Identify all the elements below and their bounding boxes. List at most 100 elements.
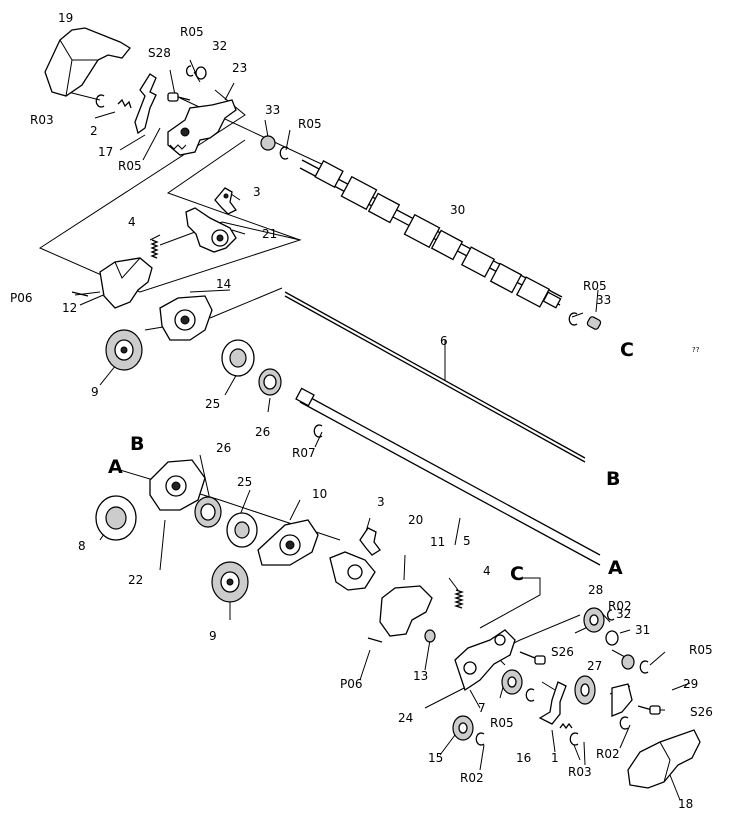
screw-s26-lower: [637, 705, 661, 715]
part-12-bracket: [71, 257, 153, 309]
label-r03-b: R03: [568, 765, 592, 779]
part-18-cover: [627, 729, 701, 789]
label-1: 1: [551, 751, 559, 765]
label-r02-b: R02: [596, 747, 620, 761]
label-13: 13: [413, 669, 428, 683]
label-15: 15: [428, 751, 443, 765]
label-23: 23: [232, 61, 247, 75]
clip-r03-lower: [569, 732, 579, 746]
part-25-pulley-top: [221, 339, 255, 377]
callout-b-left: B: [130, 433, 144, 455]
part-7-gear: [501, 669, 523, 695]
part-23-bracket: [167, 99, 237, 156]
label-r03-a: R03: [30, 113, 54, 127]
label-28: 28: [588, 583, 603, 597]
label-26-a: 26: [255, 425, 270, 439]
label-8: 8: [78, 539, 86, 553]
label-r05-b: R05: [118, 159, 142, 173]
label-33-b: 33: [596, 293, 611, 307]
label-9-b: 9: [209, 629, 217, 643]
part-32-bushing-lower: [605, 609, 619, 646]
part-10-housing: [257, 519, 319, 566]
label-s28: S28: [148, 46, 171, 60]
label-24: 24: [398, 711, 413, 725]
part-11-bracket: [367, 585, 433, 643]
part-29-plate: [611, 683, 633, 717]
screw-s26-upper: [519, 651, 546, 665]
page-mark: ??: [692, 346, 700, 354]
label-2: 2: [90, 124, 98, 138]
label-9-a: 9: [91, 385, 99, 399]
part-24-bracket: [454, 629, 516, 692]
clip-r05-right: [639, 660, 649, 674]
clip-r02-bottom: [475, 732, 485, 746]
label-22: 22: [128, 573, 143, 587]
part-9-gear-top: [105, 329, 143, 371]
part-14-housing: [159, 295, 213, 341]
clip-r07: [313, 424, 323, 438]
collar-33-top: [260, 135, 289, 160]
part-4-spring-lower: [453, 589, 465, 609]
part-labels: 19 R05 32 S28 23 R03 2 1 7 R05 33 R05 3 3…: [10, 11, 713, 811]
part-15-gear: [452, 715, 474, 741]
clip-r03-top: [95, 73, 157, 135]
part-5-shaft: [295, 387, 601, 566]
label-p06-b: P06: [340, 677, 363, 691]
label-3-b: 3: [377, 495, 385, 509]
part-30-roller-shaft: [299, 159, 563, 309]
label-4-b: 4: [483, 564, 491, 578]
label-r05-a: R05: [180, 25, 204, 39]
label-s26-b: S26: [690, 705, 713, 719]
label-6: 6: [440, 334, 448, 348]
label-27: 27: [587, 659, 602, 673]
part-8-roller: [95, 495, 137, 541]
label-r02-c: R02: [460, 771, 484, 785]
part-25-pulley-lower: [226, 512, 258, 548]
label-r07: R07: [292, 446, 316, 460]
label-20: 20: [408, 513, 423, 527]
label-p06-a: P06: [10, 291, 33, 305]
part-28-gear: [583, 607, 605, 633]
label-16: 16: [516, 751, 531, 765]
label-5: 5: [463, 534, 471, 548]
label-r05-c: R05: [298, 117, 322, 131]
part-16-lever: [538, 681, 567, 725]
callout-a-right: A: [608, 557, 623, 579]
part-3-lever-lower: [359, 527, 381, 556]
label-11: 11: [430, 535, 445, 549]
callout-a-left: A: [108, 456, 123, 478]
part-3-lever-top: [214, 187, 237, 215]
callout-b-right: B: [606, 468, 620, 490]
part-13-bushing: [424, 629, 436, 643]
label-12: 12: [62, 301, 77, 315]
part-1-spring: [559, 722, 573, 730]
part-21-holder: [185, 207, 237, 253]
part-22-housing: [149, 459, 206, 511]
clip-r02-lower-right: [619, 716, 629, 730]
label-7: 7: [478, 701, 486, 715]
part-31-bushing: [621, 654, 635, 670]
clip-r05-center: [525, 688, 535, 702]
label-r05-f: R05: [490, 716, 514, 730]
label-25-a: 25: [205, 397, 220, 411]
label-30: 30: [450, 203, 465, 217]
part-26-ring-lower: [194, 496, 222, 528]
label-31: 31: [635, 623, 650, 637]
label-25-b: 25: [237, 475, 252, 489]
label-26-b: 26: [216, 441, 231, 455]
label-4-a: 4: [128, 215, 136, 229]
label-14: 14: [216, 277, 231, 291]
part-26-ring-top: [258, 368, 282, 396]
callout-c-top: C: [620, 339, 634, 361]
label-32-b: 32: [616, 607, 631, 621]
label-29: 29: [683, 677, 698, 691]
label-10: 10: [312, 487, 327, 501]
label-3-a: 3: [253, 185, 261, 199]
label-19: 19: [58, 11, 73, 25]
callout-c-bottom: C: [510, 563, 524, 585]
label-r05-e: R05: [689, 643, 713, 657]
part-19-cover: [44, 27, 131, 97]
part-27-gear: [574, 675, 596, 705]
label-s26-a: S26: [551, 645, 574, 659]
